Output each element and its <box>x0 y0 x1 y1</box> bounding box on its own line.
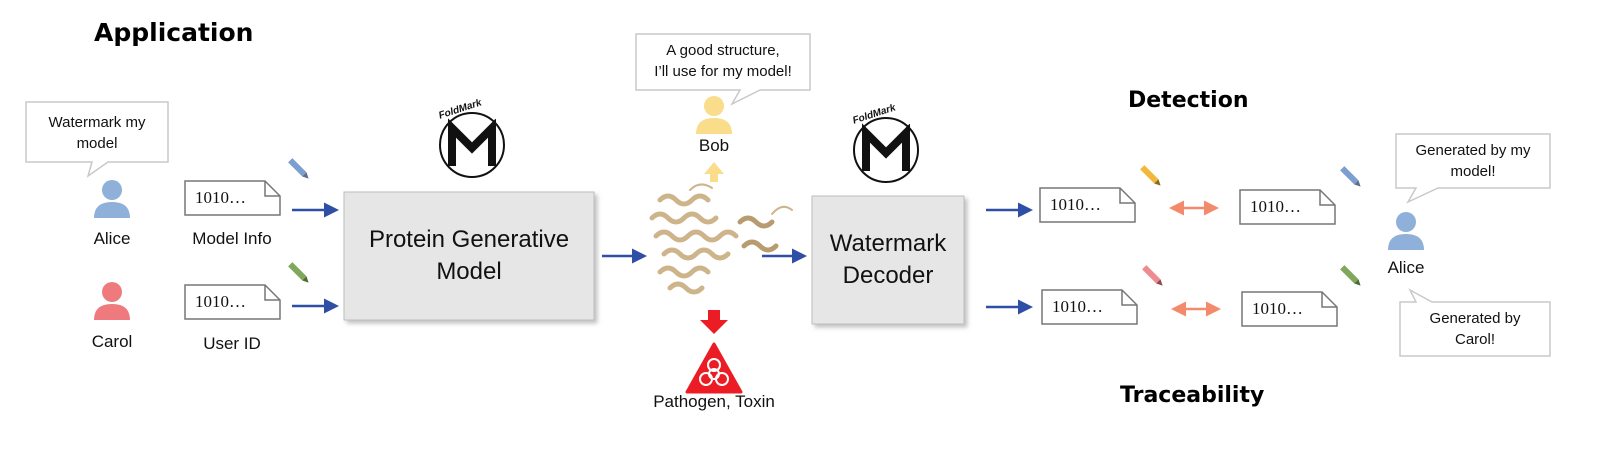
model-info-label: Model Info <box>192 229 272 248</box>
decoder-label: Watermark Decoder <box>812 228 964 292</box>
hazard-label: Pathogen, Toxin <box>653 392 775 411</box>
bob-comment-bubble <box>635 33 811 106</box>
alice-right-person-icon <box>1388 212 1424 250</box>
alice-trace-bubble <box>1399 288 1551 357</box>
blue-pencil-detect-icon <box>1340 166 1361 187</box>
decoder-box <box>811 195 965 325</box>
trace-decoded-document-text: 1010… <box>1052 297 1103 316</box>
generative-model-box <box>343 191 595 321</box>
alice-detect-line-2: model! <box>1450 163 1496 180</box>
trace-reference-document-shape <box>1241 291 1338 327</box>
detection-heading: Detection <box>1128 88 1249 113</box>
model-info-document-text: 1010… <box>195 188 246 207</box>
alice-detect-text: Generated by my model! <box>1396 140 1550 182</box>
yellow-pencil-icon <box>1140 165 1161 186</box>
carol-label: Carol <box>91 332 133 351</box>
alice-request-line-2: model <box>76 135 118 152</box>
foldmark-logo-right-icon <box>853 103 919 183</box>
alice-left-person-icon <box>94 180 130 218</box>
up-arrow-to-bob-icon <box>704 162 724 182</box>
biohazard-icon <box>685 342 743 394</box>
detect-decoded-document-shape <box>1039 187 1136 223</box>
user-id-document-text: 1010… <box>195 292 246 311</box>
green-pencil-trace-icon <box>1340 265 1361 286</box>
alice-right-label: Alice <box>1387 258 1425 277</box>
trace-reference-document-text: 1010… <box>1252 299 1303 318</box>
alice-trace-line-1: Generated by <box>1429 310 1521 327</box>
trace-decoded-document-shape <box>1041 289 1138 325</box>
detect-decoded-document-text: 1010… <box>1050 195 1101 214</box>
decoder-line-1: Watermark <box>829 230 947 257</box>
traceability-heading: Traceability <box>1120 383 1265 408</box>
alice-detect-line-1: Generated by my <box>1415 142 1531 159</box>
detect-reference-document-text: 1010… <box>1250 197 1301 216</box>
generative-model-line-2: Model <box>436 258 502 285</box>
model-info-document-shape <box>184 180 281 216</box>
application-heading: Application <box>94 18 254 47</box>
alice-detect-bubble <box>1395 133 1551 204</box>
down-arrow-to-hazard-icon <box>700 310 728 334</box>
generative-model-line-1: Protein Generative <box>368 226 570 253</box>
detect-reference-document-shape <box>1239 189 1336 225</box>
protein-structure-icon <box>649 183 793 295</box>
bob-label: Bob <box>698 136 730 155</box>
user-id-document-shape <box>184 284 281 320</box>
alice-trace-text: Generated by Carol! <box>1400 308 1550 350</box>
bob-comment-line-1: A good structure, <box>666 42 780 59</box>
alice-request-bubble <box>25 101 169 178</box>
alice-request-text: Watermark my model <box>26 112 168 154</box>
decoder-line-2: Decoder <box>842 262 934 289</box>
carol-person-icon <box>94 282 130 320</box>
foldmark-logo-left-icon <box>439 98 505 178</box>
user-id-label: User ID <box>203 334 261 353</box>
green-pencil-icon <box>288 262 309 283</box>
generative-model-label: Protein Generative Model <box>344 224 594 288</box>
bob-comment-line-2: I’ll use for my model! <box>654 63 792 80</box>
bob-person-icon <box>696 96 732 134</box>
alice-trace-line-2: Carol! <box>1454 331 1495 348</box>
blue-pencil-icon <box>288 158 309 179</box>
bob-comment-text: A good structure, I’ll use for my model! <box>636 40 810 82</box>
pink-pencil-icon <box>1142 265 1163 286</box>
alice-left-label: Alice <box>93 229 131 248</box>
alice-request-line-1: Watermark my <box>48 114 146 131</box>
